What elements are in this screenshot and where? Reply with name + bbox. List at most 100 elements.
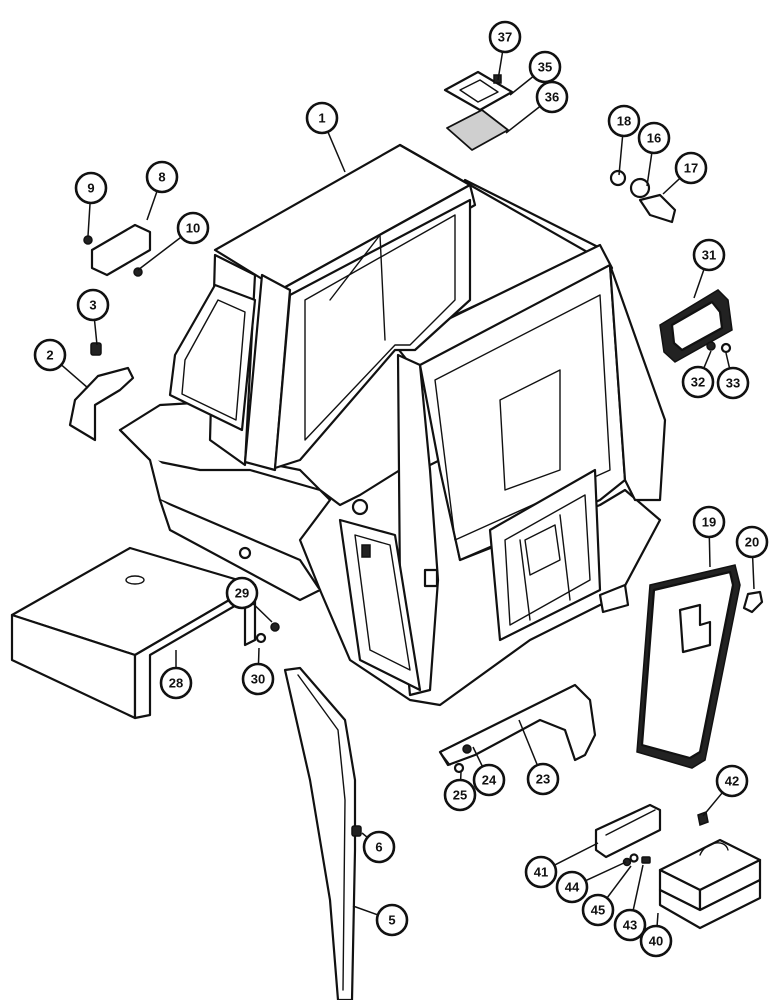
callout-circle-8 xyxy=(145,160,179,194)
callout-circle-31 xyxy=(692,238,726,272)
callout-circle-9 xyxy=(74,171,108,205)
storage-tray xyxy=(10,546,257,720)
latch-42 xyxy=(697,810,709,827)
nut-18 xyxy=(609,169,627,187)
callout-36: 36 xyxy=(535,80,569,114)
leader-line-19 xyxy=(708,536,711,568)
callout-number-36: 36 xyxy=(545,90,559,105)
toolbox-bracket xyxy=(594,803,662,859)
callout-3: 3 xyxy=(76,288,110,322)
callout-number-1: 1 xyxy=(318,111,325,126)
callout-circle-41 xyxy=(524,855,558,889)
callout-number-28: 28 xyxy=(169,676,183,691)
callout-circle-5 xyxy=(375,903,409,937)
leader-line-1 xyxy=(327,131,346,173)
mirror-panel xyxy=(659,289,733,363)
callout-16: 16 xyxy=(637,121,671,155)
leader-line-43 xyxy=(632,864,644,911)
leader-line-40 xyxy=(656,912,659,927)
leader-line-17 xyxy=(662,177,681,195)
leader-line-37 xyxy=(497,51,504,81)
bolt-29 xyxy=(270,622,280,632)
nut-32 xyxy=(706,341,716,351)
leader-line-30 xyxy=(257,647,260,665)
callout-number-16: 16 xyxy=(647,131,661,146)
leader-line-41 xyxy=(554,842,599,866)
callout-circle-17 xyxy=(674,151,708,185)
callout-35: 35 xyxy=(528,50,562,84)
callout-number-17: 17 xyxy=(684,161,698,176)
washer-33 xyxy=(720,342,732,354)
leader-line-8 xyxy=(146,190,158,221)
leader-line-5 xyxy=(352,905,379,916)
callout-number-43: 43 xyxy=(623,918,637,933)
callout-9: 9 xyxy=(74,171,108,205)
callout-number-19: 19 xyxy=(702,515,716,530)
washer-45 xyxy=(629,853,639,863)
switch-17 xyxy=(638,193,677,224)
screw-9 xyxy=(83,235,93,245)
grille-pad xyxy=(446,109,509,151)
callout-number-44: 44 xyxy=(565,880,580,895)
callout-circle-36 xyxy=(535,80,569,114)
callout-24: 24 xyxy=(472,763,506,797)
leader-line-29 xyxy=(252,602,273,623)
callout-circle-1 xyxy=(305,101,339,135)
callout-45: 45 xyxy=(581,893,615,927)
mounting-bracket xyxy=(438,683,597,767)
leader-line-10 xyxy=(137,236,182,271)
nut-10 xyxy=(133,267,143,277)
callout-circle-24 xyxy=(472,763,506,797)
callout-20: 20 xyxy=(735,525,769,559)
callout-number-8: 8 xyxy=(158,170,165,185)
callout-41: 41 xyxy=(524,855,558,889)
nut-44 xyxy=(622,857,632,867)
callout-28: 28 xyxy=(159,666,193,700)
callout-10: 10 xyxy=(176,211,210,245)
callout-circle-42 xyxy=(715,764,749,798)
screw-6 xyxy=(351,825,362,837)
callout-circle-28 xyxy=(159,666,193,700)
knob-20 xyxy=(742,590,764,614)
callout-number-40: 40 xyxy=(649,934,663,949)
callout-2: 2 xyxy=(33,338,67,372)
callout-29: 29 xyxy=(225,576,259,610)
callout-31: 31 xyxy=(692,238,726,272)
callout-circle-45 xyxy=(581,893,615,927)
callout-8: 8 xyxy=(145,160,179,194)
washer-30 xyxy=(255,632,267,644)
callout-17: 17 xyxy=(674,151,708,185)
trim-strip xyxy=(283,666,357,1000)
leader-line-23 xyxy=(518,719,539,766)
callout-number-10: 10 xyxy=(186,221,200,236)
callout-circle-6 xyxy=(362,830,396,864)
cab-frame xyxy=(118,143,667,707)
toolbox xyxy=(658,838,762,930)
callout-circle-25 xyxy=(443,778,477,812)
callout-circle-43 xyxy=(613,908,647,942)
callout-number-32: 32 xyxy=(691,375,705,390)
callout-circle-33 xyxy=(716,366,750,400)
washer-16 xyxy=(629,177,651,199)
callout-circle-29 xyxy=(225,576,259,610)
callout-number-35: 35 xyxy=(538,60,552,75)
callout-30: 30 xyxy=(241,662,275,696)
parts-illustration xyxy=(10,70,764,1000)
bolt-3 xyxy=(90,342,102,356)
leader-line-33 xyxy=(725,352,731,369)
callout-33: 33 xyxy=(716,366,750,400)
callout-43: 43 xyxy=(613,908,647,942)
callout-6: 6 xyxy=(362,830,396,864)
callout-number-20: 20 xyxy=(745,535,759,550)
callout-number-5: 5 xyxy=(388,913,395,928)
leader-line-42 xyxy=(702,792,724,817)
callout-number-42: 42 xyxy=(725,774,739,789)
callout-circle-37 xyxy=(488,20,522,54)
callout-circle-20 xyxy=(735,525,769,559)
leader-line-2 xyxy=(60,364,89,389)
leader-line-44 xyxy=(585,861,627,882)
washer-24 xyxy=(462,744,472,754)
callout-number-31: 31 xyxy=(702,248,716,263)
leader-line-35 xyxy=(509,75,534,96)
